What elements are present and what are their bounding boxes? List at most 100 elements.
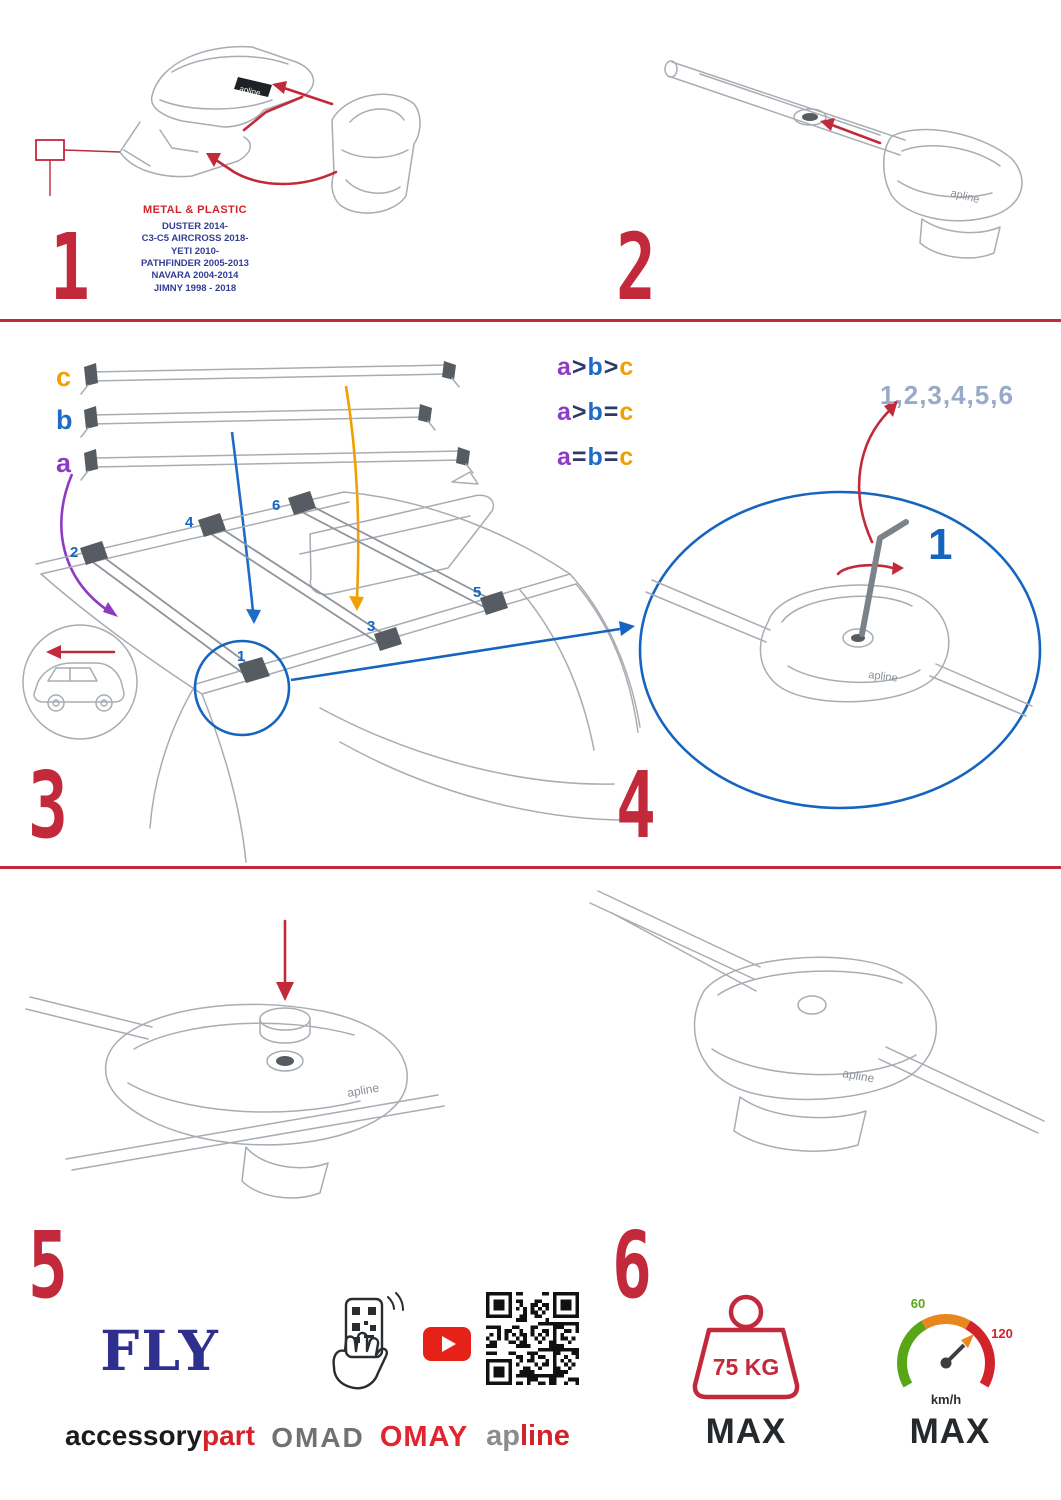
accessorypart-logo-red: part: [202, 1420, 255, 1451]
metal-part-callout-box: [35, 139, 65, 161]
bar-label-c: c: [56, 362, 72, 392]
size-rule-segment: =: [603, 443, 620, 471]
apline-logo: apline: [478, 1420, 578, 1453]
model-item: PATHFINDER 2005-2013: [141, 258, 249, 270]
red-arrow-to-slot: [820, 118, 882, 145]
bar-slot: [793, 108, 827, 126]
step-5-number: 5: [28, 1212, 68, 1319]
model-item: DUSTER 2014-: [162, 221, 228, 232]
speed-max-label: MAX: [909, 1412, 991, 1451]
accessorypart-logo-black: accessory: [65, 1420, 203, 1451]
weight-max-label: MAX: [705, 1412, 787, 1451]
roof-crossbars-drawing: [80, 491, 508, 683]
speed-limit-icon: 60 120 km/h: [897, 1296, 1013, 1407]
step-1-number: 1: [50, 214, 90, 321]
cover-cap: [259, 1007, 311, 1031]
weight-value: 75 KG: [713, 1354, 779, 1380]
size-rule-segment: =: [603, 398, 620, 426]
step-3-number: 3: [28, 752, 68, 859]
roof-drawing: [35, 471, 641, 863]
size-rule-segment: c: [619, 353, 635, 381]
apline-logo-red: line: [519, 1420, 570, 1452]
apline-badge: [234, 77, 272, 97]
roof-position-2: 2: [70, 544, 79, 561]
step-4-number: 4: [616, 752, 656, 859]
roof-position-1: 1: [237, 648, 246, 665]
model-item: C3-C5 AIRCROSS 2018-: [141, 233, 249, 245]
size-rule-segment: a: [557, 353, 572, 381]
model-item: YETI 2010-: [170, 245, 220, 257]
car-direction-inset: [22, 624, 138, 740]
sequence-first-number: 1: [928, 520, 953, 569]
qr-code: [486, 1292, 579, 1385]
tightening-detail-drawing: apline: [638, 400, 1042, 810]
arrow-a-to-roof: [60, 473, 118, 617]
speed-min-label: 60: [911, 1296, 925, 1311]
apline-mark: apline: [841, 1066, 875, 1085]
model-item: JIMNY 1998 - 2018: [153, 282, 237, 294]
size-rule-segment: >: [571, 353, 588, 381]
roof-position-5: 5: [473, 584, 482, 601]
omad-logo: OMAD: [271, 1422, 365, 1453]
size-rule-segment: b: [587, 443, 604, 471]
section-divider-2: [0, 866, 1061, 869]
step5-step6-drawing: apline apline: [25, 890, 1045, 1199]
model-item: NAVARA 2004-2014: [151, 270, 239, 282]
crossbar-a-drawing: [80, 447, 474, 481]
material-note: METAL & PLASTIC: [143, 204, 247, 216]
rotation-arrow: [836, 563, 900, 576]
section-divider-1: [0, 319, 1061, 322]
size-rule-segment: a: [557, 398, 572, 426]
apline-mark: apline: [346, 1081, 380, 1100]
size-rule-segment: >: [603, 353, 620, 381]
compatible-models-list: DUSTER 2014- C3-C5 AIRCROSS 2018- YETI 2…: [95, 221, 295, 295]
size-rule-3: a=b=c: [557, 443, 634, 472]
size-rule-segment: >: [571, 398, 588, 426]
size-rule-segment: =: [571, 443, 588, 471]
apline-mark: apline: [868, 669, 899, 684]
cap-install-drawing: apline: [25, 919, 445, 1199]
size-rule-segment: c: [619, 398, 635, 426]
apline-mark: apline: [949, 187, 980, 206]
crossbar-b-drawing: [80, 404, 436, 438]
size-rule-2: a>b=c: [557, 398, 634, 427]
size-rule-segment: b: [587, 353, 604, 381]
step-2-number: 2: [616, 214, 656, 321]
size-rule-segment: b: [587, 398, 604, 426]
arrow-c-to-roof: [344, 385, 364, 611]
weight-limit-icon: 75 KG: [692, 1294, 800, 1400]
speed-unit: km/h: [931, 1392, 961, 1407]
red-arrow-to-sequence: [857, 400, 898, 544]
scan-qr-hand-icon: [332, 1292, 404, 1390]
omay-logo: OMAY: [379, 1421, 469, 1453]
bar-label-a: a: [56, 448, 72, 478]
roof-position-3: 3: [367, 618, 376, 635]
step-6-number: 6: [612, 1212, 652, 1319]
mounted-foot-drawing: apline: [589, 890, 1045, 1152]
red-arrow-to-badge: [272, 81, 334, 106]
zoom-link-arrow: [290, 627, 621, 682]
position1-circle: [193, 639, 291, 737]
crossbar-c-drawing: [80, 361, 460, 395]
size-rule-segment: a: [557, 443, 572, 471]
step3-step4-drawing: apline: [22, 361, 1042, 863]
bar-end-drawing: apline: [664, 60, 1023, 259]
position1-highlight: [193, 621, 635, 737]
foot-clamp-exploded-drawing: apline: [35, 45, 421, 214]
size-rule-segment: c: [619, 443, 635, 471]
zoom-circle: [638, 490, 1042, 810]
red-edge-highlight: [242, 95, 304, 132]
bar-label-b: b: [56, 405, 73, 435]
apline-logo-gray: ap: [486, 1420, 520, 1452]
red-arrow-pad-to-clamp: [206, 153, 338, 186]
speed-max-value: 120: [991, 1326, 1013, 1341]
step1-step2-drawing: apline: [35, 45, 1023, 259]
size-rule-1: a>b>c: [557, 353, 634, 382]
fly-logo: FLY: [100, 1318, 220, 1383]
youtube-icon: [423, 1327, 471, 1361]
hex-key: [859, 519, 909, 637]
tightening-sequence: 1,2,3,4,5,6: [880, 380, 1014, 410]
roof-position-6: 6: [272, 497, 281, 514]
